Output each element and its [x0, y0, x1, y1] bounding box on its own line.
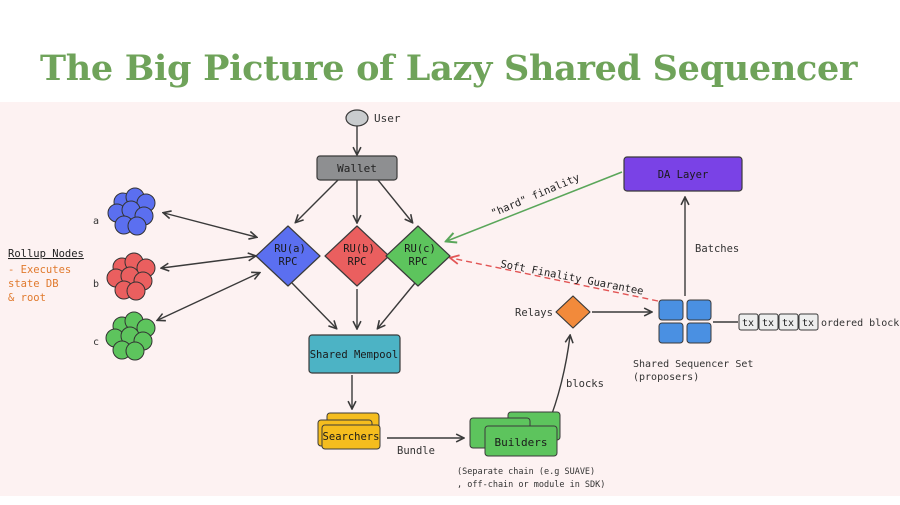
rollup-nodes-title: Rollup Nodes [8, 248, 84, 260]
searchers-node: Searchers [317, 412, 381, 450]
user-label: User [374, 112, 401, 125]
da-layer-label: DA Layer [658, 169, 709, 181]
rpc-c-node: RU(c) RPC [385, 225, 451, 287]
tx-label-4: tx [802, 318, 814, 329]
sequencer-set-node [658, 299, 712, 344]
rollup-nodes-line-3: & root [8, 292, 46, 304]
shared-mempool-box [308, 334, 401, 374]
arrow-rpc-a-mempool [291, 282, 336, 328]
hard-finality-label: "hard" finality [489, 172, 581, 220]
rpc-a-node: RU(a) RPC [255, 225, 321, 287]
arrow-rollup-a-rpc-a [164, 213, 256, 237]
rpc-a-label-2: RPC [279, 256, 298, 268]
rpc-c-label-2: RPC [409, 256, 428, 268]
builders-node: Builders [469, 411, 561, 457]
tx-chain: tx tx tx tx [738, 313, 819, 331]
rpc-a-label-1: RU(a) [274, 243, 306, 255]
user-node [345, 109, 369, 127]
arrow-wallet-rpc-c [377, 179, 412, 222]
rollup-node-a [107, 187, 156, 236]
sequencer-set-label-1: Shared Sequencer Set [633, 359, 753, 370]
page-title: The Big Picture of Lazy Shared Sequencer [40, 48, 858, 89]
diagram-background [0, 102, 900, 496]
rollup-nodes-line-1: - Executes [8, 264, 71, 276]
soft-finality-label: Soft Finality Guarantee [499, 258, 644, 298]
rpc-c-label-1: RU(c) [404, 243, 436, 255]
tx-label-3: tx [782, 318, 794, 329]
arrow-rollup-c-rpc-a [158, 273, 259, 320]
relays-label: Relays [515, 307, 553, 319]
bundle-label: Bundle [397, 445, 435, 457]
shared-mempool-label: Shared Mempool [310, 349, 399, 361]
rollup-node-c-label: c [93, 337, 99, 348]
blocks-label: blocks [566, 378, 604, 390]
builders-label: Builders [495, 436, 548, 449]
arrow-rpc-c-mempool [378, 282, 416, 328]
rpc-b-node: RU(b) RPC [324, 225, 390, 287]
rpc-b-label-2: RPC [348, 256, 367, 268]
rollup-node-c [105, 311, 156, 361]
wallet-box [316, 155, 398, 181]
builders-note-1: (Separate chain (e.g SUAVE) [457, 467, 595, 477]
relays-node [555, 295, 591, 329]
arrow-wallet-rpc-a [296, 179, 339, 222]
ordered-blocks-label: ordered blocks [821, 318, 900, 329]
arrow-hard-finality [447, 171, 623, 241]
rollup-node-a-label: a [93, 216, 99, 227]
rollup-nodes-line-2: state DB [8, 278, 59, 290]
tx-label-2: tx [762, 318, 774, 329]
arrow-soft-finality [451, 258, 659, 302]
sequencer-set-label-2: (proposers) [633, 372, 699, 383]
wallet-label: Wallet [337, 162, 377, 175]
tx-label-1: tx [742, 318, 754, 329]
rollup-node-b-label: b [93, 279, 99, 290]
da-layer-box [623, 156, 743, 192]
searchers-label: Searchers [323, 431, 380, 443]
arrow-rollup-b-rpc-a [162, 256, 255, 268]
rollup-node-b [106, 252, 156, 301]
batches-label: Batches [695, 243, 739, 255]
rpc-b-label-1: RU(b) [343, 243, 375, 255]
builders-note-2: , off-chain or module in SDK) [457, 480, 605, 490]
